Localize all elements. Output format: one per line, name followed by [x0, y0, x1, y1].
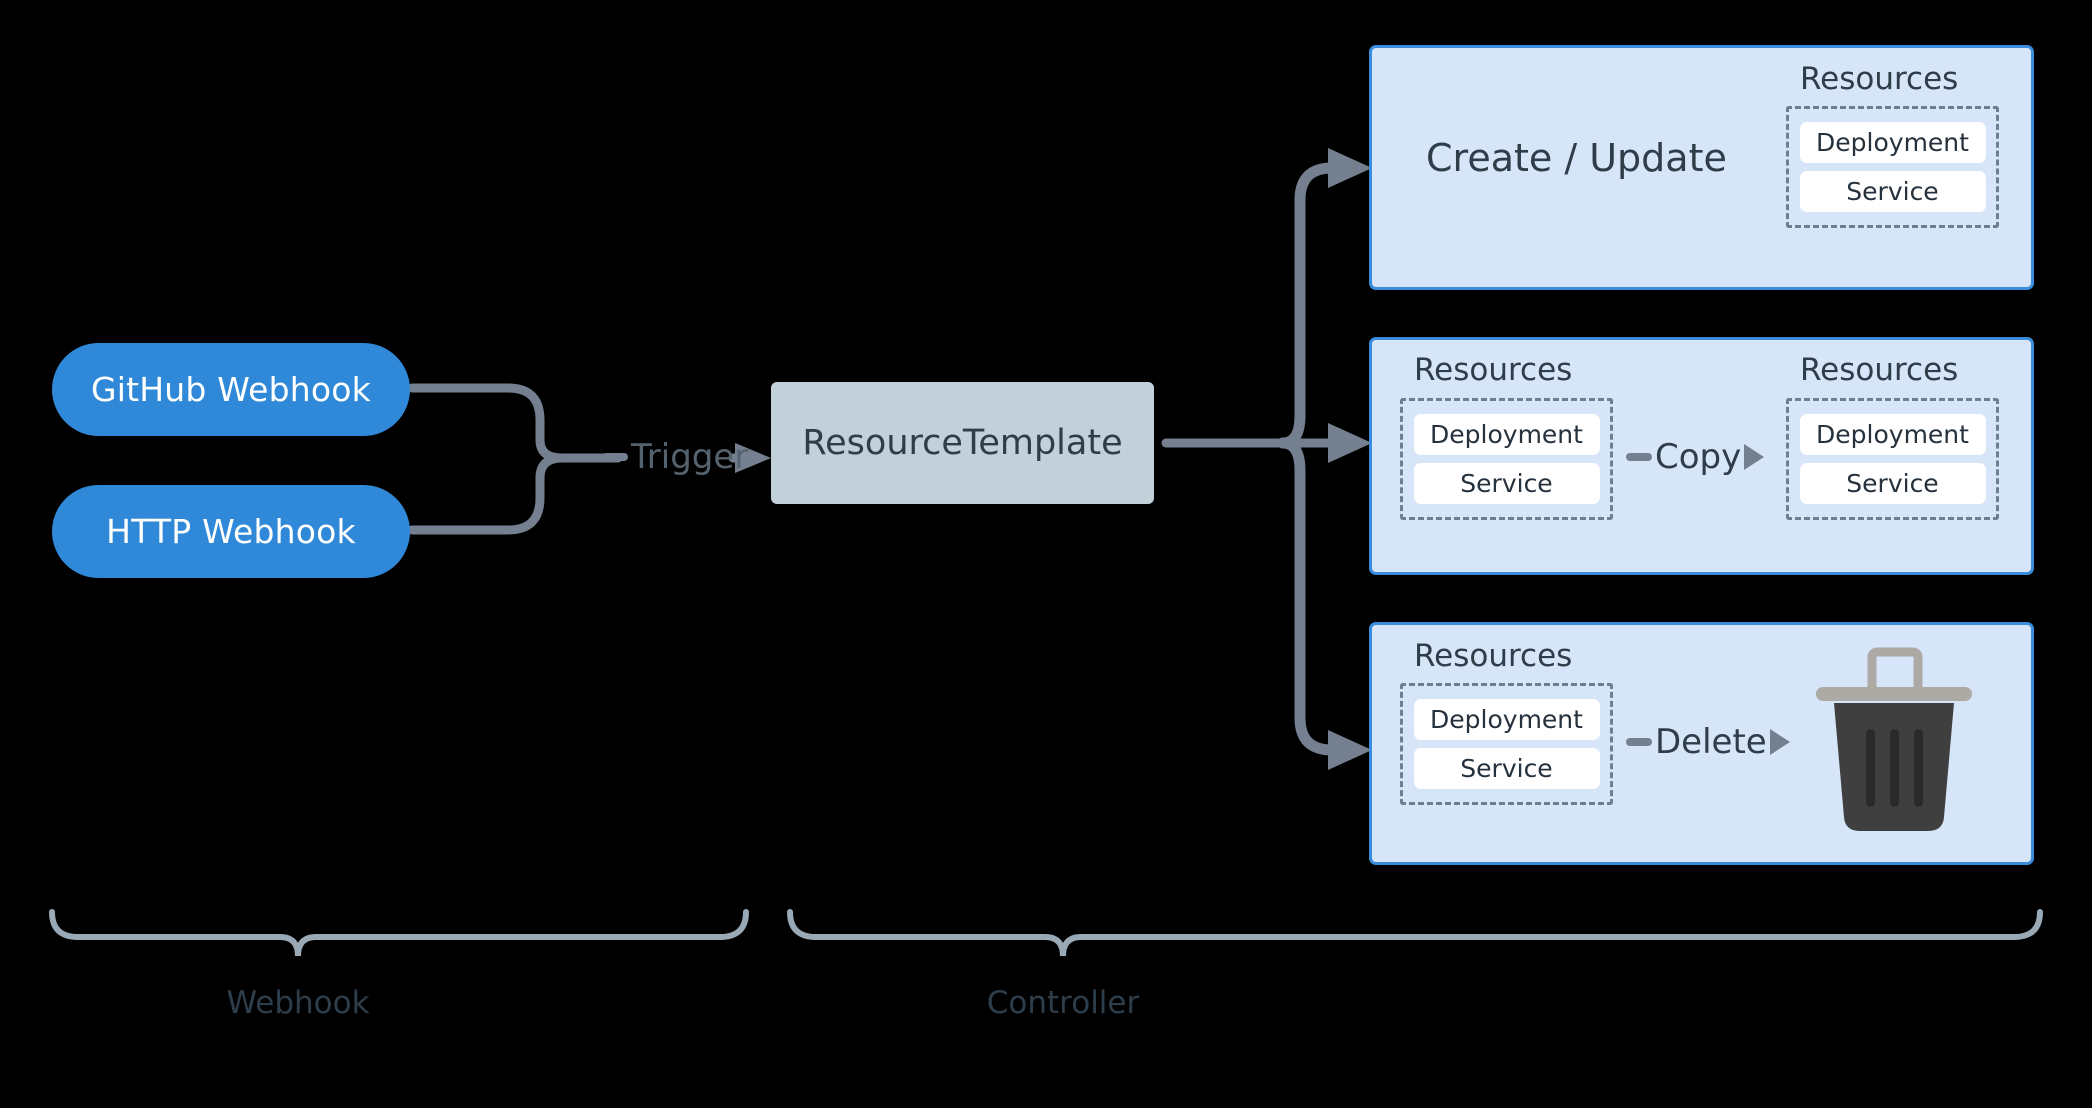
trash-handle — [1867, 647, 1923, 697]
delete-arrowhead-icon — [1769, 729, 1790, 755]
connector-branch-create — [1277, 162, 1354, 449]
panel-delete[interactable]: Resources Deployment Service Delete — [1369, 622, 2034, 865]
resources-group-heading-target: Resources — [1800, 352, 1959, 388]
connector-branch-delete — [1277, 437, 1354, 756]
copy-arrowhead-icon — [1744, 444, 1765, 470]
trigger-label: Trigger — [631, 437, 749, 477]
delete-line-stub — [1626, 738, 1652, 746]
copy-label: Copy — [1655, 437, 1742, 477]
trash-slit — [1914, 729, 1923, 807]
connector-github-to-junction — [407, 383, 567, 463]
resource-chip-deployment[interactable]: Deployment — [1413, 699, 1600, 740]
trigger-connector-label: Trigger — [602, 440, 748, 474]
section-label-controller: Controller — [986, 985, 1140, 1021]
arrowhead-copy-panel — [1328, 423, 1372, 463]
source-pill-label: HTTP Webhook — [106, 512, 356, 551]
panel-action-label: Create / Update — [1426, 136, 1727, 180]
trash-lid — [1816, 687, 1972, 701]
arrowhead-delete-panel — [1328, 730, 1372, 770]
brace-webhook — [49, 909, 749, 957]
resources-group: Deployment Service — [1400, 683, 1613, 805]
copy-line-stub — [1626, 453, 1652, 461]
panel-copy[interactable]: Resources Deployment Service Copy Resour… — [1369, 337, 2034, 575]
trash-icon-svg — [1816, 647, 1972, 831]
trash-slit — [1866, 729, 1875, 807]
resources-group-heading: Resources — [1414, 638, 1573, 674]
resource-chip-service[interactable]: Service — [1799, 171, 1986, 212]
panel-create-update[interactable]: Create / Update Resources Deployment Ser… — [1369, 45, 2034, 290]
source-pill-http-webhook[interactable]: HTTP Webhook — [52, 485, 410, 578]
copy-connector-label: Copy — [1626, 437, 1765, 477]
trash-slit — [1890, 729, 1899, 807]
trash-icon — [1814, 647, 1974, 837]
resources-group: Deployment Service — [1786, 106, 1999, 228]
source-pill-github-webhook[interactable]: GitHub Webhook — [52, 343, 410, 436]
resource-chip-service[interactable]: Service — [1413, 748, 1600, 789]
source-pill-label: GitHub Webhook — [91, 370, 371, 409]
connector-http-to-junction — [407, 453, 567, 535]
resources-group-source: Deployment Service — [1400, 398, 1613, 520]
resources-group-heading: Resources — [1800, 61, 1959, 97]
arrowhead-create-panel — [1328, 148, 1372, 188]
resource-chip-deployment[interactable]: Deployment — [1799, 414, 1986, 455]
resource-chip-service[interactable]: Service — [1413, 463, 1600, 504]
resource-template-label: ResourceTemplate — [802, 423, 1123, 463]
resource-chip-service[interactable]: Service — [1799, 463, 1986, 504]
resources-group-target: Deployment Service — [1786, 398, 1999, 520]
delete-label: Delete — [1655, 722, 1767, 762]
resource-chip-deployment[interactable]: Deployment — [1413, 414, 1600, 455]
brace-controller — [787, 909, 2043, 957]
section-label-webhook: Webhook — [226, 985, 370, 1021]
resource-chip-deployment[interactable]: Deployment — [1799, 122, 1986, 163]
resource-template-box[interactable]: ResourceTemplate — [771, 382, 1154, 504]
trigger-line-stub — [602, 453, 628, 461]
resources-group-heading-source: Resources — [1414, 352, 1573, 388]
delete-connector-label: Delete — [1626, 725, 1790, 759]
